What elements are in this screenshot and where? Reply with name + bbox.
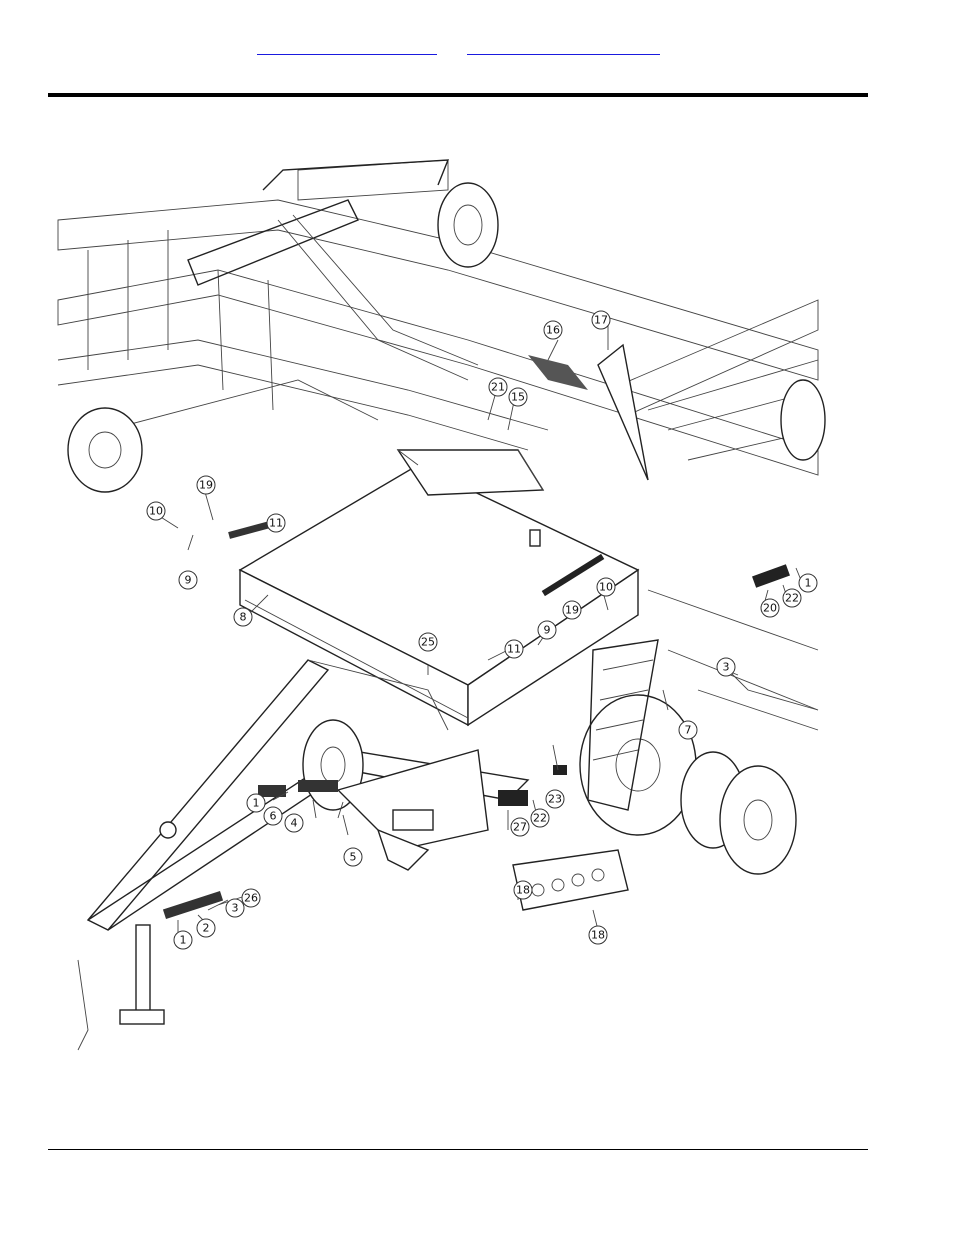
svg-text:22: 22 — [785, 592, 799, 605]
callout-8: 8 — [234, 608, 252, 626]
callout-11-right: 11 — [505, 640, 523, 658]
svg-text:27: 27 — [513, 821, 527, 834]
svg-text:6: 6 — [270, 810, 277, 823]
callout-9-right: 9 — [538, 621, 556, 639]
svg-text:19: 19 — [565, 604, 579, 617]
callout-4: 4 — [285, 814, 303, 832]
svg-text:16: 16 — [546, 324, 560, 337]
svg-text:25: 25 — [421, 636, 435, 649]
callout-3-right: 3 — [717, 658, 735, 676]
svg-text:1: 1 — [253, 797, 260, 810]
svg-text:5: 5 — [350, 851, 357, 864]
callout-18-left: 18 — [514, 881, 532, 899]
svg-text:9: 9 — [544, 624, 551, 637]
callout-16: 16 — [544, 321, 562, 339]
svg-text:18: 18 — [591, 929, 605, 942]
svg-text:22: 22 — [533, 812, 547, 825]
callout-17: 17 — [592, 311, 610, 329]
svg-text:10: 10 — [599, 581, 613, 594]
callout-26: 26 — [242, 889, 260, 907]
svg-text:7: 7 — [685, 724, 692, 737]
svg-text:4: 4 — [291, 817, 298, 830]
callout-1-mid: 1 — [247, 794, 265, 812]
callout-10-right: 10 — [597, 578, 615, 596]
header-link-right[interactable] — [467, 40, 660, 55]
right-wheel — [781, 380, 825, 460]
header-link-left[interactable] — [257, 40, 437, 55]
callout-5: 5 — [344, 848, 362, 866]
callout-9-left: 9 — [179, 571, 197, 589]
svg-text:20: 20 — [763, 602, 777, 615]
callout-1-right: 1 — [799, 574, 817, 592]
svg-text:26: 26 — [244, 892, 258, 905]
gauge-wheel-left — [68, 408, 142, 492]
callout-18-bottom: 18 — [589, 926, 607, 944]
header-rule — [48, 93, 868, 97]
svg-text:3: 3 — [723, 661, 730, 674]
callout-19-right: 19 — [563, 601, 581, 619]
gauge-wheel-top — [438, 183, 498, 267]
svg-text:8: 8 — [240, 611, 247, 624]
callout-1-left: 1 — [174, 931, 192, 949]
rear-wheel-pair — [681, 752, 796, 874]
callout-21: 21 — [489, 378, 507, 396]
svg-text:1: 1 — [180, 934, 187, 947]
seed-hopper — [240, 450, 638, 725]
svg-text:19: 19 — [199, 479, 213, 492]
svg-text:11: 11 — [507, 643, 521, 656]
callout-10-left: 10 — [147, 502, 165, 520]
svg-text:1: 1 — [805, 577, 812, 590]
footer-rule — [48, 1149, 868, 1150]
callout-6: 6 — [264, 807, 282, 825]
svg-text:23: 23 — [548, 793, 562, 806]
svg-text:2: 2 — [203, 922, 210, 935]
callout-27: 27 — [511, 818, 529, 836]
callout-19-left: 19 — [197, 476, 215, 494]
callout-11-left: 11 — [267, 514, 285, 532]
callout-7: 7 — [679, 721, 697, 739]
parts-diagram: 16 17 21 15 19 10 11 9 8 25 11 9 19 10 2… — [48, 130, 848, 1090]
callout-2: 2 — [197, 919, 215, 937]
fan-assembly — [303, 720, 488, 870]
callout-25: 25 — [419, 633, 437, 651]
svg-text:15: 15 — [511, 391, 525, 404]
svg-text:17: 17 — [594, 314, 608, 327]
svg-text:9: 9 — [185, 574, 192, 587]
svg-text:10: 10 — [149, 505, 163, 518]
callout-15: 15 — [509, 388, 527, 406]
callout-23: 23 — [546, 790, 564, 808]
svg-text:11: 11 — [269, 517, 283, 530]
callout-3-left: 3 — [226, 899, 244, 917]
svg-text:3: 3 — [232, 902, 239, 915]
manifold-assembly — [513, 850, 628, 910]
callout-22-mid: 22 — [531, 809, 549, 827]
svg-text:18: 18 — [516, 884, 530, 897]
cart-wheel-main — [580, 695, 696, 835]
callout-20: 20 — [761, 599, 779, 617]
svg-text:21: 21 — [491, 381, 505, 394]
callout-22-right: 22 — [783, 589, 801, 607]
